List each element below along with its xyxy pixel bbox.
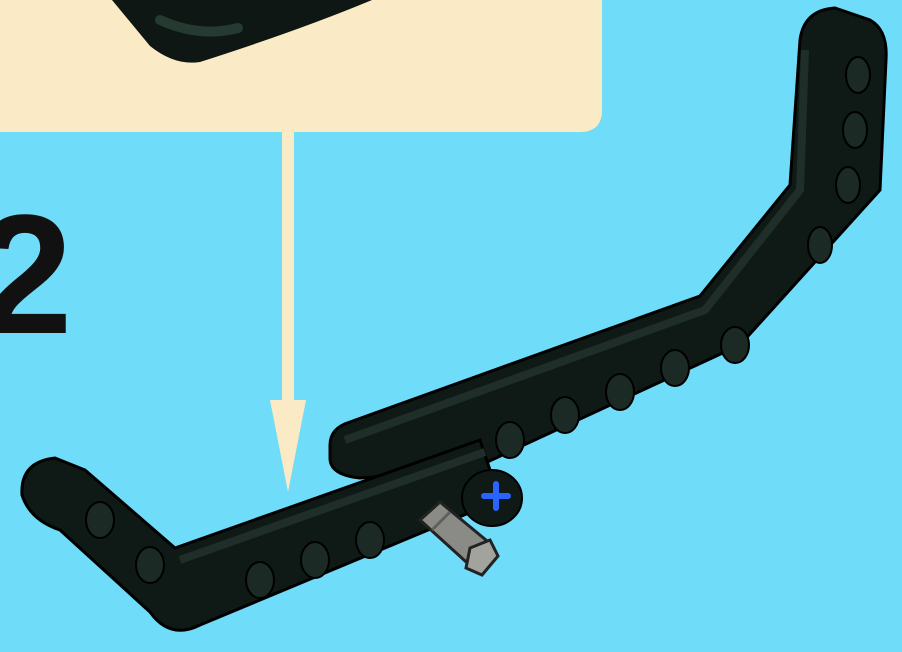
step-number: 2 bbox=[0, 190, 73, 360]
callout-panel bbox=[0, 0, 602, 132]
bent-liftarm-short bbox=[22, 440, 500, 630]
placement-arrow bbox=[270, 132, 306, 492]
